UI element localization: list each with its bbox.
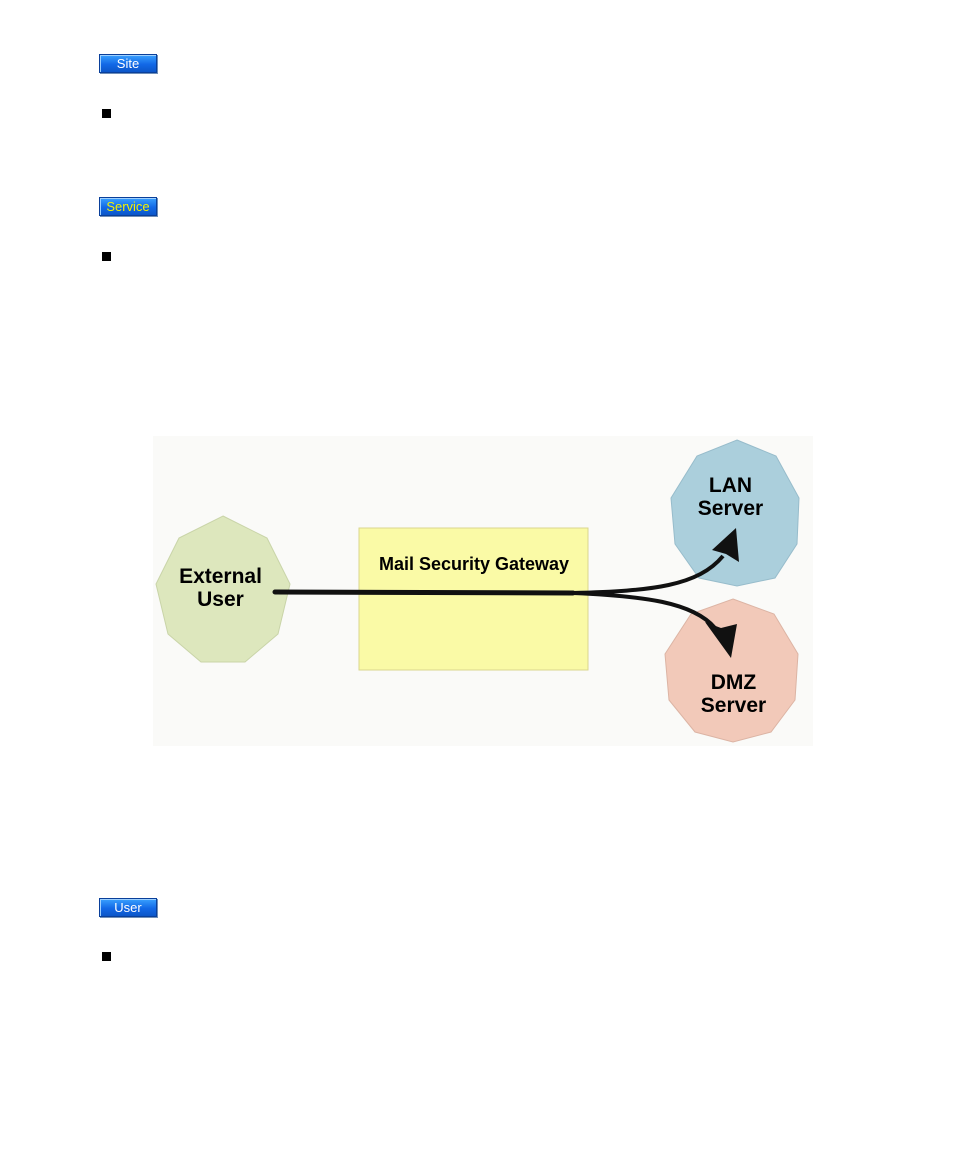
lan-server-label-line2: Server	[697, 497, 764, 520]
user-button[interactable]: User	[99, 898, 157, 917]
dmz-server-label: DMZ Server	[671, 671, 796, 717]
gateway-label: Mail Security Gateway	[378, 554, 570, 574]
bullet-square	[102, 109, 111, 118]
arrowhead-to-dmz	[705, 622, 737, 658]
diagram-graphics	[155, 439, 800, 743]
bullet-square	[102, 252, 111, 261]
gateway-box	[358, 527, 589, 671]
external-user-label-line1: External	[179, 565, 262, 588]
site-button[interactable]: Site	[99, 54, 157, 73]
lan-server-node	[670, 439, 800, 587]
bullet-square	[102, 952, 111, 961]
dmz-server-label-line2: Server	[700, 694, 767, 717]
service-button[interactable]: Service	[99, 197, 157, 216]
lan-server-label-line1: LAN	[708, 474, 753, 497]
dmz-server-label-line1: DMZ	[710, 671, 757, 694]
dmz-server-node	[664, 598, 799, 743]
arrowhead-to-lan	[712, 528, 739, 562]
external-user-label: External User	[163, 565, 278, 611]
mail-flow-diagram: External User Mail Security Gateway LAN …	[153, 436, 813, 746]
flow-line-main	[272, 589, 576, 596]
flow-line-to-dmz	[572, 591, 717, 630]
external-user-label-line2: User	[197, 588, 244, 611]
lan-server-label: LAN Server	[673, 474, 788, 520]
external-user-node	[155, 515, 291, 663]
flow-line-to-lan	[572, 554, 725, 595]
